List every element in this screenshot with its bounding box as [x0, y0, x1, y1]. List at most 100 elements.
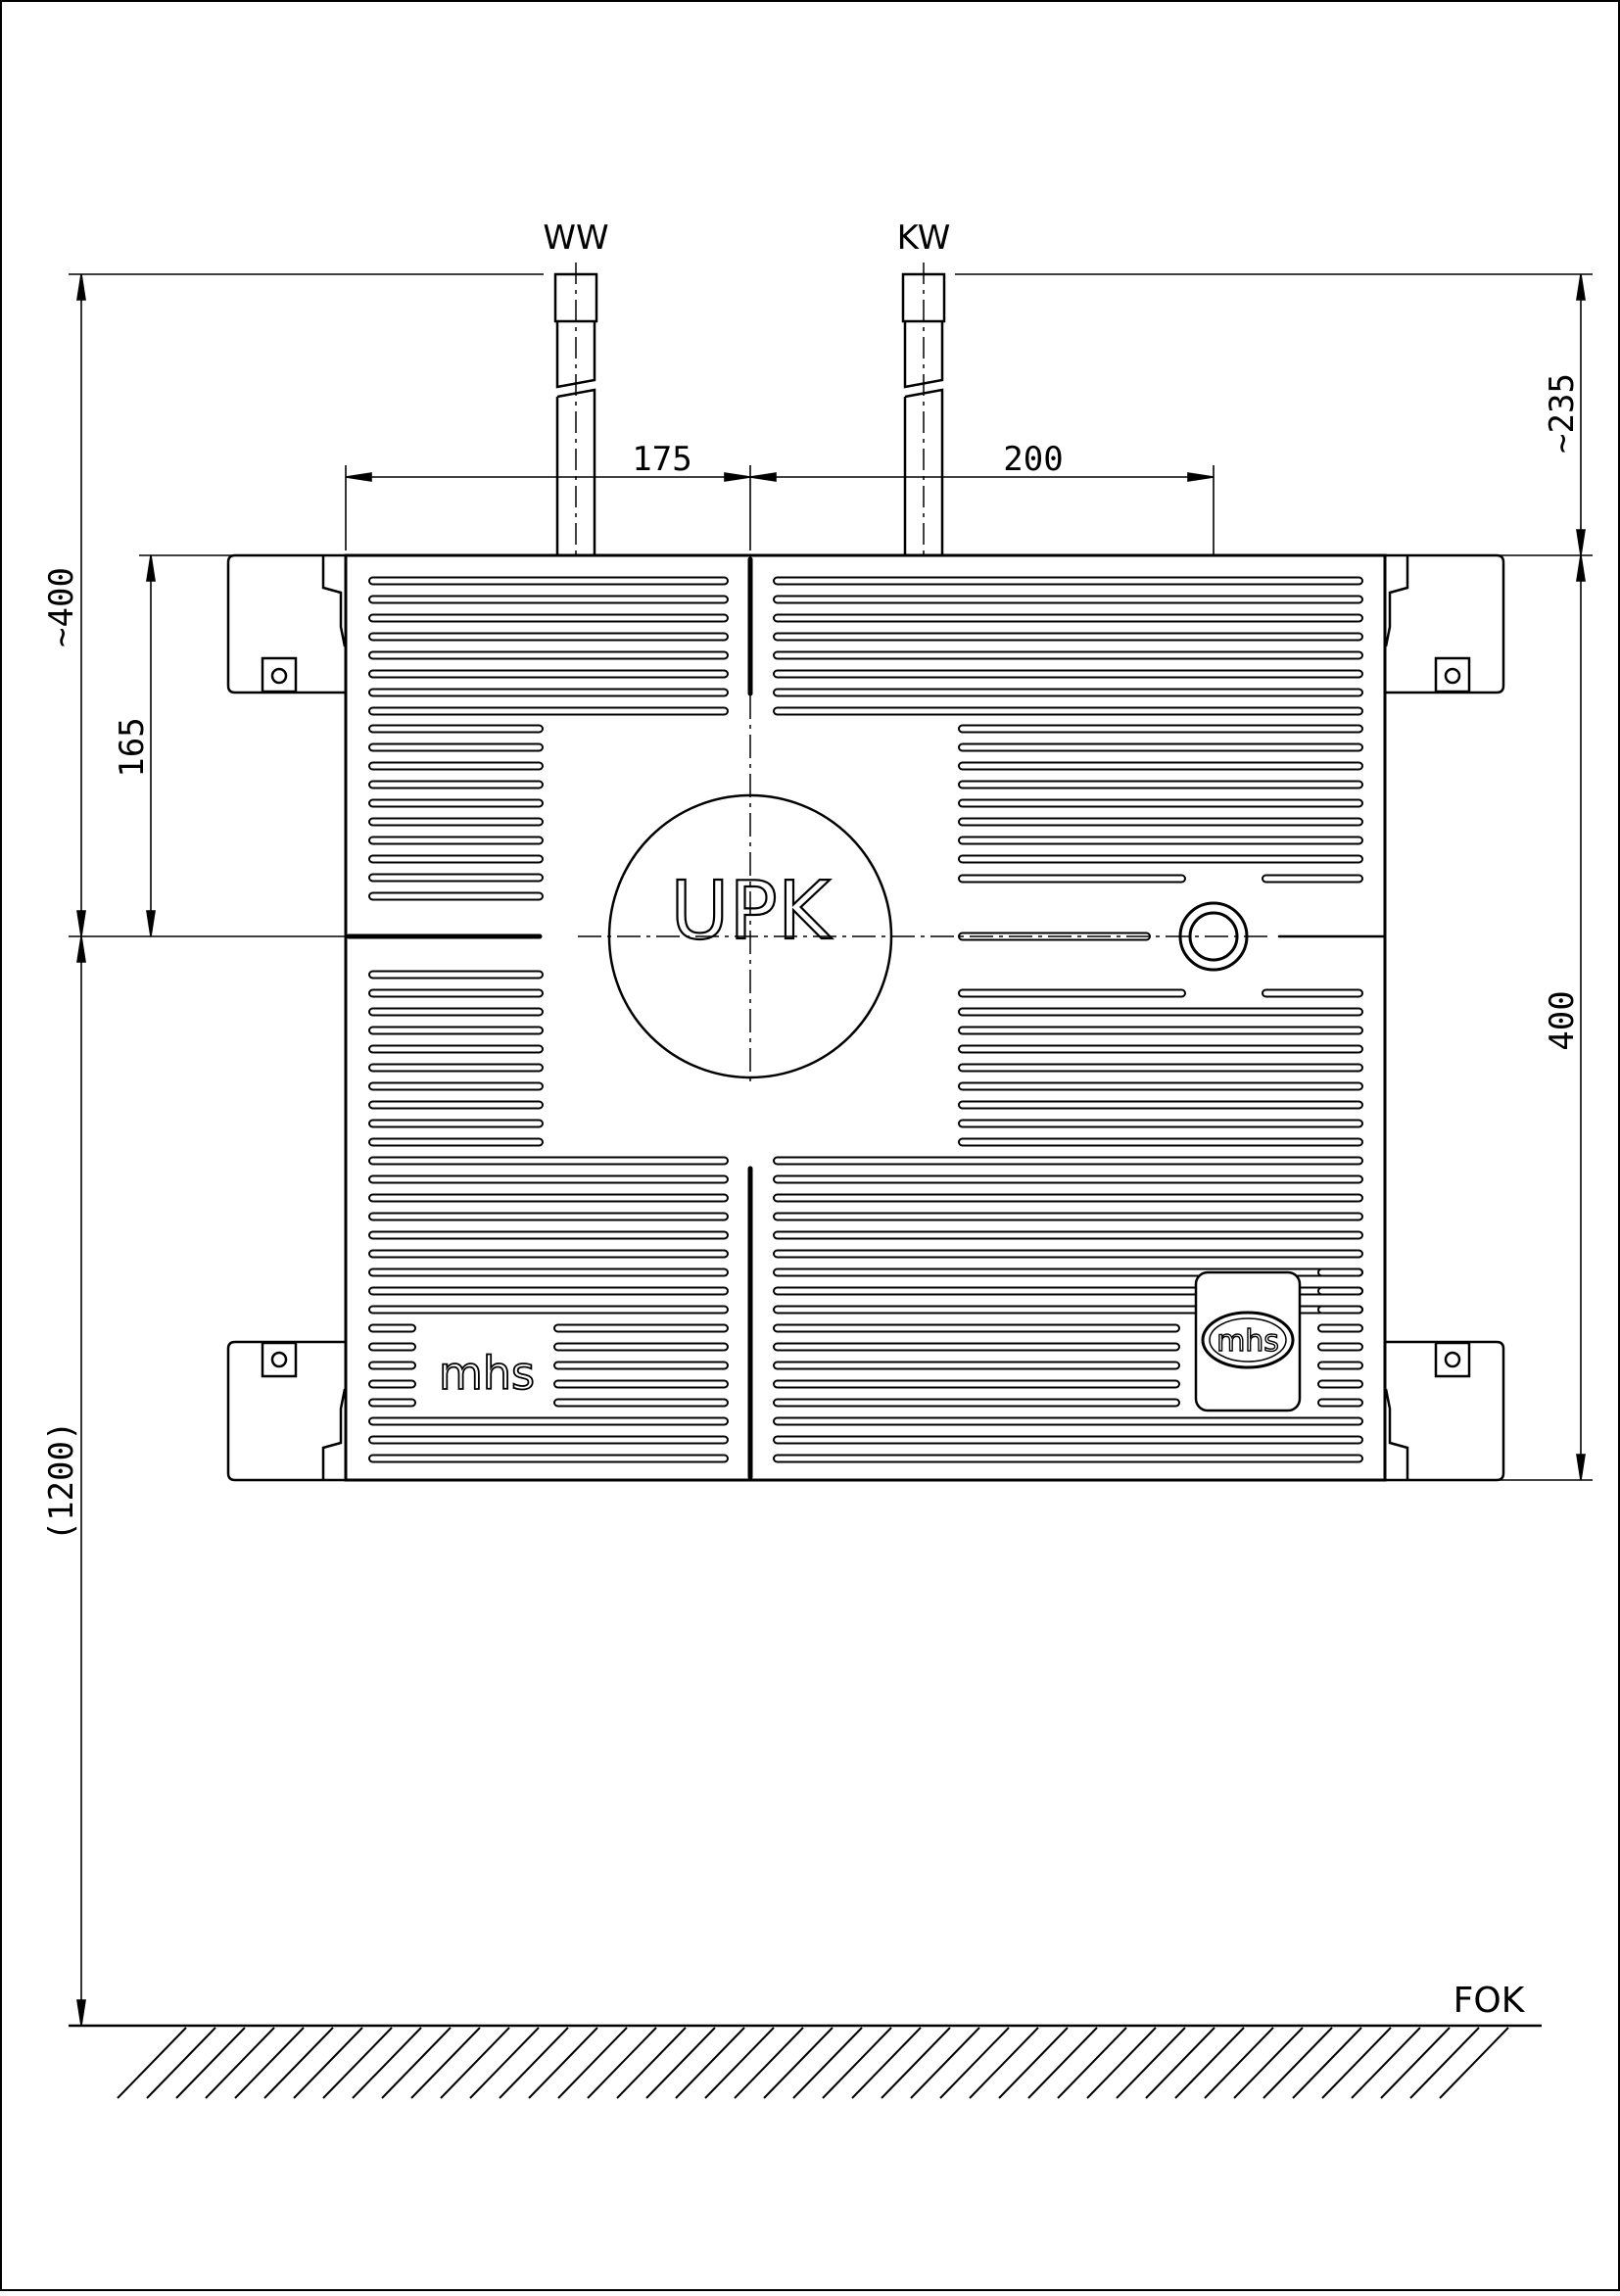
vent-slot	[1317, 1361, 1363, 1370]
vent-slot	[368, 706, 729, 716]
vent-slot	[773, 706, 1363, 716]
dimension-approx-400: ~400	[42, 567, 81, 647]
vent-slot	[368, 1156, 729, 1166]
vent-slot	[773, 1398, 1180, 1408]
vent-slot	[368, 1007, 544, 1017]
vent-slot	[368, 595, 729, 604]
vent-slot	[773, 1249, 1363, 1259]
vent-slot	[958, 836, 1363, 845]
vent-slot	[773, 1342, 1180, 1352]
vent-slot	[368, 1174, 729, 1184]
vent-slot	[958, 817, 1363, 827]
vent-slot	[958, 854, 1363, 864]
vent-slot	[1262, 988, 1363, 998]
vent-slot	[773, 1174, 1363, 1184]
vent-slot	[368, 1119, 544, 1128]
vent-slot	[773, 576, 1363, 586]
mounting-bracket-bottom-left	[226, 1340, 347, 1482]
warm-water-label: WW	[543, 218, 608, 258]
vent-slot	[958, 1100, 1363, 1110]
vent-slot	[958, 724, 1363, 734]
vent-slot	[368, 632, 729, 642]
vent-slot	[368, 742, 544, 752]
vent-slot	[1317, 1379, 1363, 1389]
vent-slot	[368, 836, 544, 845]
mounting-bracket-bottom-right	[1384, 1340, 1505, 1482]
mounting-bracket-top-right	[1384, 553, 1505, 694]
ventilation-slots	[368, 576, 1363, 1463]
vent-slot	[958, 1044, 1363, 1054]
mounting-bracket-top-left	[226, 553, 347, 694]
vent-slot	[368, 1063, 544, 1073]
vent-slot	[1317, 1398, 1363, 1408]
vent-slot	[368, 798, 544, 808]
vent-slot	[773, 1379, 1180, 1389]
vent-slot	[368, 724, 544, 734]
vent-slot	[553, 1323, 729, 1333]
vent-slot	[368, 1230, 729, 1240]
vent-slot	[368, 817, 544, 827]
vent-slot	[958, 1119, 1363, 1128]
vent-slot	[368, 669, 729, 679]
vent-slot	[368, 780, 544, 789]
panel-mark-upk: UPK	[670, 865, 832, 958]
panel-seams	[346, 556, 1385, 1480]
vent-slot	[773, 1454, 1363, 1463]
vent-slot	[553, 1342, 729, 1352]
vent-slot	[773, 1212, 1363, 1221]
vent-slot	[958, 1063, 1363, 1073]
vent-slot	[958, 1007, 1363, 1017]
dimension-175: 175	[632, 440, 691, 479]
vent-slot	[368, 988, 544, 998]
vent-slot	[368, 1044, 544, 1054]
vent-slot	[368, 1081, 544, 1091]
vent-slot	[368, 1379, 416, 1389]
vent-slot	[773, 1361, 1180, 1370]
vent-slot	[773, 1435, 1363, 1445]
vent-slot	[368, 1100, 544, 1110]
vent-slot	[958, 1081, 1363, 1091]
vent-slot	[368, 1137, 544, 1147]
dimension-approx-235: ~235	[1543, 373, 1582, 454]
dimension-400: 400	[1543, 990, 1582, 1050]
vent-slot	[773, 669, 1363, 679]
vent-slot	[553, 1361, 729, 1370]
vent-slot	[368, 1212, 729, 1221]
vent-slot	[1317, 1286, 1363, 1296]
dimension-lines	[76, 273, 1586, 2027]
floor-label-fok: FOK	[1453, 1981, 1526, 2021]
vent-slot	[958, 742, 1363, 752]
cold-water-label: KW	[897, 218, 951, 258]
vent-slot	[368, 1249, 729, 1259]
dimension-165: 165	[113, 717, 152, 777]
vent-slot	[958, 780, 1363, 789]
floor-hatching	[117, 2027, 1509, 2099]
vent-slot	[368, 1026, 544, 1035]
vent-slot	[773, 1416, 1363, 1426]
vent-slot	[773, 632, 1363, 642]
vent-slot	[368, 1416, 729, 1426]
vent-slot	[368, 576, 729, 586]
vent-slot	[958, 1137, 1363, 1147]
vent-slot	[553, 1398, 729, 1408]
vent-slot	[1317, 1268, 1363, 1277]
vent-slot	[1317, 1342, 1363, 1352]
vent-slot	[368, 970, 544, 980]
vent-slot	[368, 1342, 416, 1352]
vent-slot	[368, 891, 544, 901]
vent-slot	[368, 1286, 729, 1296]
vent-slot	[368, 613, 729, 623]
vent-slot	[368, 761, 544, 771]
vent-slot	[1317, 1305, 1363, 1315]
mhs-badge-text: mhs	[1216, 1324, 1279, 1359]
vent-slot	[368, 1398, 416, 1408]
vent-slot	[553, 1379, 729, 1389]
vent-slot	[958, 1026, 1363, 1035]
valve-spindle	[1178, 901, 1249, 972]
vent-slot	[773, 613, 1363, 623]
vent-slot	[1317, 1323, 1363, 1333]
vent-slot	[368, 1435, 729, 1445]
vent-slot	[1262, 874, 1363, 884]
